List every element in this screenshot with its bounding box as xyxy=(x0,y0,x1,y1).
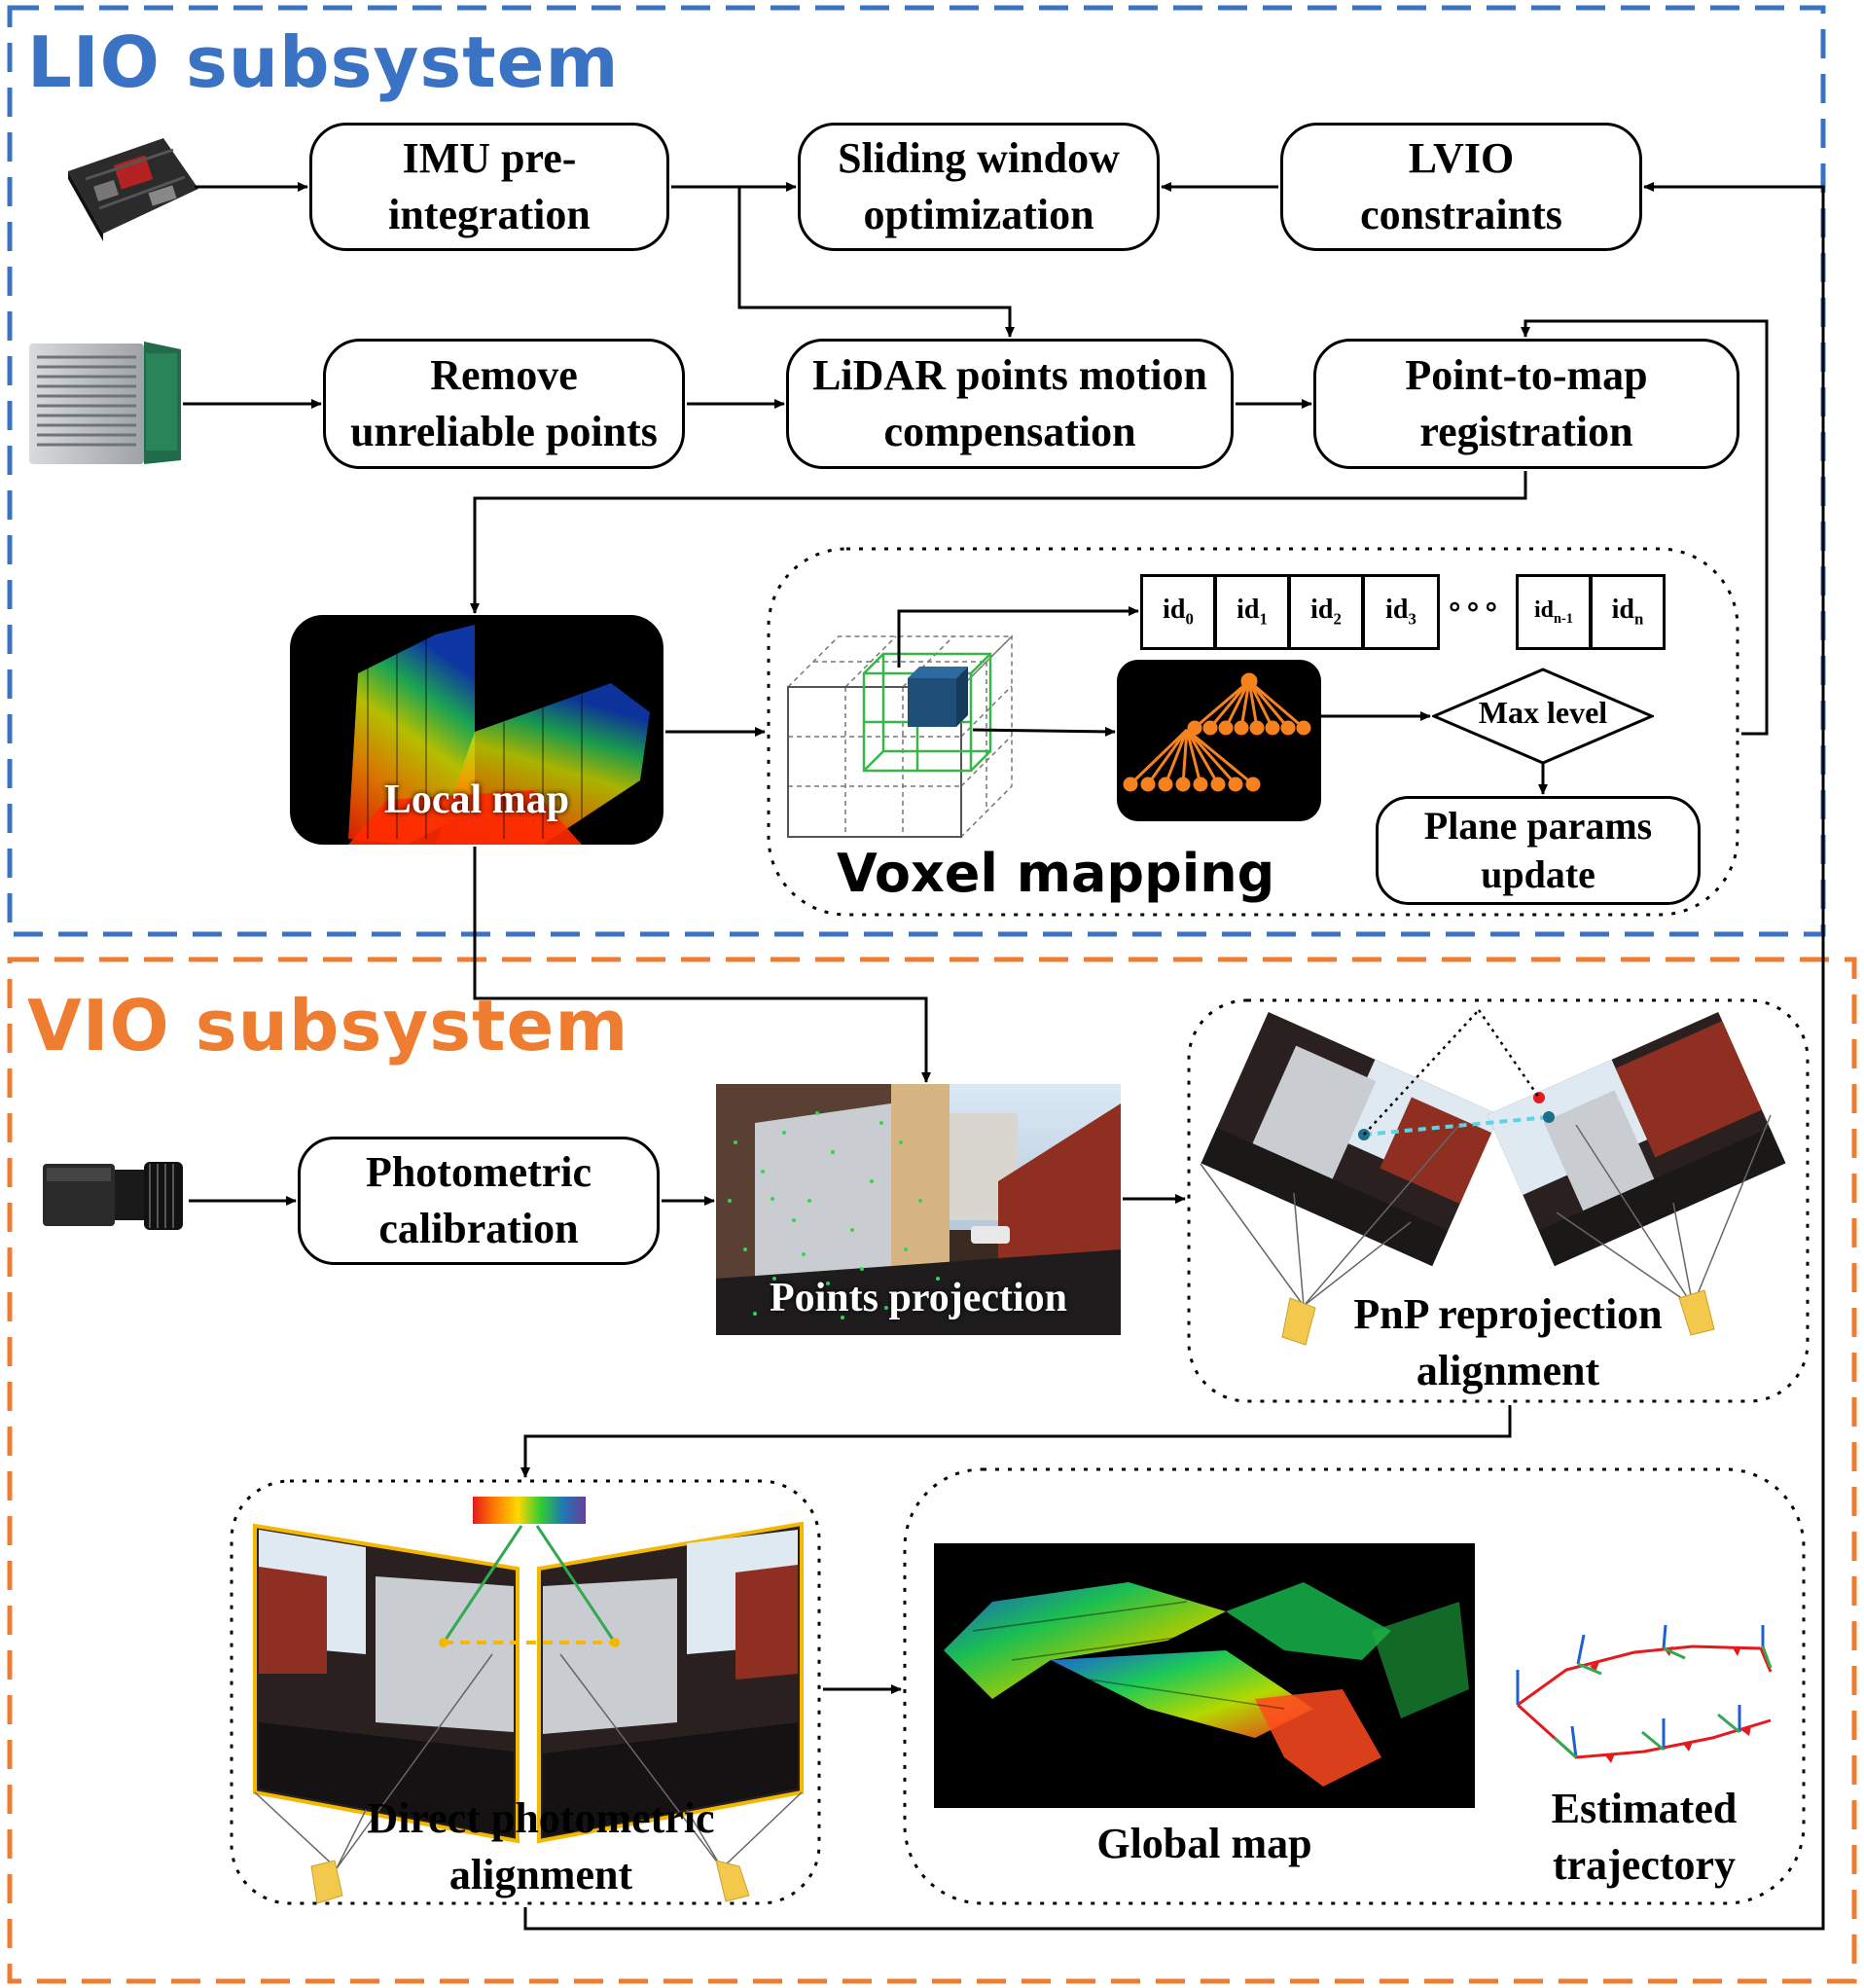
imu-board-icon xyxy=(68,138,198,241)
imu-preintegration-box: IMU pre- integration xyxy=(309,123,669,251)
imu-preintegration-label: IMU pre- integration xyxy=(388,133,591,238)
arrow-preint-to-motion xyxy=(737,187,1015,338)
lio-frame xyxy=(7,5,1826,937)
voxel-id-ellipsis: ∘∘∘ xyxy=(1445,590,1501,624)
lidar-sensor-icon xyxy=(29,342,181,464)
trajectory-graphic xyxy=(1516,1625,1773,1763)
voxel-id-label: idn xyxy=(1611,595,1644,629)
camera-icon xyxy=(43,1162,183,1230)
lio-title: LIO subsystem xyxy=(27,21,620,103)
remove-unreliable-label: Remove unreliable points xyxy=(350,350,658,455)
arrow-grid-to-octree xyxy=(972,726,1116,737)
remove-unreliable-box: Remove unreliable points xyxy=(323,339,685,469)
octree-graphic xyxy=(1117,660,1321,821)
vio-frame xyxy=(7,957,1857,1984)
voxel-id-label: id0 xyxy=(1163,595,1194,629)
photometric-calibration-box: Photometric calibration xyxy=(298,1137,660,1265)
plane-params-update-box: Plane params update xyxy=(1376,796,1701,905)
arrow-registration-to-localmap xyxy=(470,471,1527,614)
lvio-constraints-box: LVIO constraints xyxy=(1280,123,1642,251)
local-map-image xyxy=(290,615,663,845)
lvio-constraints-label: LVIO constraints xyxy=(1360,133,1562,238)
voxel-id-label: id3 xyxy=(1385,595,1416,629)
plane-params-update-label: Plane params update xyxy=(1423,804,1653,896)
arrow-localmap-to-projection xyxy=(473,847,931,1083)
point-to-map-label: Point-to-map registration xyxy=(1405,350,1648,455)
voxel-id-label: idn-1 xyxy=(1533,596,1573,627)
voxel-id-cell: idn xyxy=(1590,574,1666,650)
motion-compensation-box: LiDAR points motion compensation xyxy=(786,339,1234,469)
voxel-id-cell: id2 xyxy=(1288,574,1364,650)
max-level-diamond xyxy=(1432,668,1654,765)
points-projection-label: Points projection xyxy=(769,1276,1068,1320)
photometric-calibration-label: Photometric calibration xyxy=(365,1147,592,1252)
voxel-mapping-container xyxy=(767,547,1739,917)
pnp-group-graphic xyxy=(1187,998,1810,1403)
max-level-label: Max level xyxy=(1478,695,1608,730)
direct-alignment-label: Direct photometric alignment xyxy=(367,1794,715,1899)
arrow-direct-to-lvio xyxy=(523,182,1825,1931)
pnp-label: PnP reprojection alignment xyxy=(1353,1290,1663,1395)
voxel-id-cell: idn-1 xyxy=(1516,574,1592,650)
point-to-map-box: Point-to-map registration xyxy=(1313,339,1739,469)
trajectory-label: Estimated trajectory xyxy=(1551,1785,1738,1890)
voxel-id-label: id1 xyxy=(1237,595,1268,629)
arrow-maxlevel-to-registration xyxy=(1521,319,1769,736)
local-map-label: Local map xyxy=(383,777,570,822)
voxel-grid-graphic xyxy=(786,634,1014,839)
voxel-id-cell: id3 xyxy=(1362,574,1440,650)
motion-compensation-label: LiDAR points motion compensation xyxy=(812,350,1207,455)
voxel-mapping-title: Voxel mapping xyxy=(837,843,1275,904)
arrow-pnp-to-direct xyxy=(520,1405,1512,1478)
points-projection-image xyxy=(716,1084,1121,1335)
sliding-window-label: Sliding window optimization xyxy=(838,133,1120,238)
direct-alignment-graphic xyxy=(230,1479,821,1905)
sliding-window-box: Sliding window optimization xyxy=(798,123,1160,251)
voxel-id-label: id2 xyxy=(1310,595,1342,629)
global-map-label: Global map xyxy=(1096,1820,1312,1867)
global-map-image xyxy=(934,1543,1475,1808)
arrow-grid-to-ids xyxy=(897,606,1139,668)
